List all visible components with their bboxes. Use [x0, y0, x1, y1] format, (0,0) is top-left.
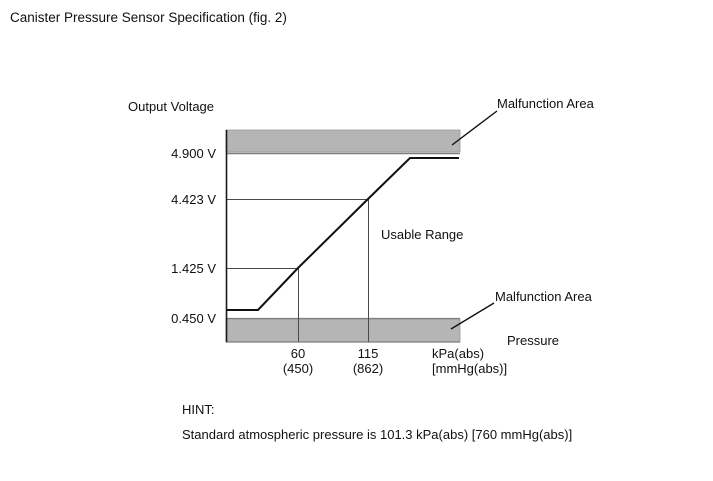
y-tick-0450: 0.450 V	[171, 311, 216, 326]
figure-title: Canister Pressure Sensor Specification (…	[10, 10, 287, 25]
x-axis-title: Pressure	[507, 333, 560, 348]
leader-line-malfunction-top	[451, 110, 498, 146]
usable-range-label: Usable Range	[381, 227, 464, 242]
malfunction-area-label-bottom: Malfunction Area	[495, 289, 592, 304]
x-tick-115-mmhg: (862)	[352, 361, 384, 376]
malfunction-band-bottom	[225, 318, 461, 343]
y-tick-4423: 4.423 V	[171, 192, 216, 207]
x-axis-units-kpa: kPa(abs)	[432, 346, 485, 361]
malfunction-band-top	[225, 129, 461, 153]
x-axis-units-mmhg: [mmHg(abs)]	[432, 361, 508, 376]
hint-label: HINT:	[182, 402, 215, 417]
malfunction-area-label-top: Malfunction Area	[497, 96, 594, 111]
x-tick-60: 60	[290, 346, 306, 361]
hint-text: Standard atmospheric pressure is 101.3 k…	[182, 427, 573, 442]
y-tick-1425: 1.425 V	[171, 261, 216, 276]
x-tick-115: 115	[357, 346, 379, 361]
y-tick-4900: 4.900 V	[171, 146, 216, 161]
leader-line-malfunction-bottom	[450, 302, 495, 330]
sensor-output-curve	[226, 157, 459, 311]
x-tick-60-mmhg: (450)	[282, 361, 314, 376]
y-axis-title: Output Voltage	[128, 99, 215, 114]
